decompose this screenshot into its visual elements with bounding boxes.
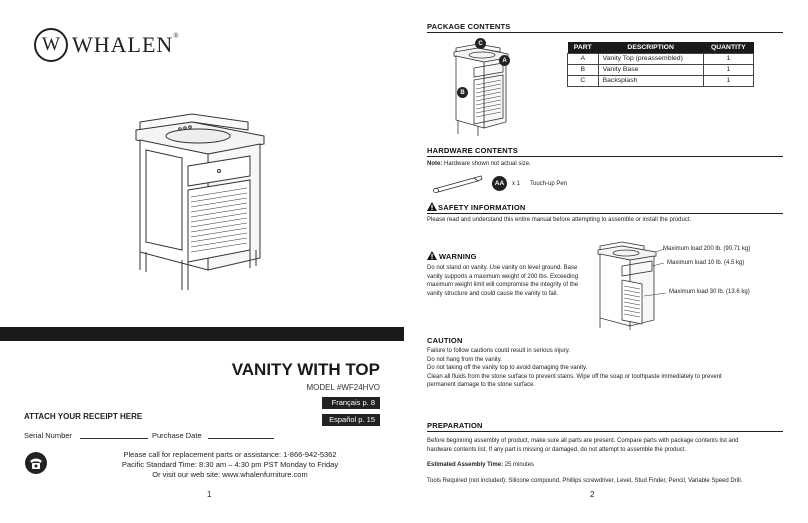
warning-title: WARNING: [439, 252, 477, 261]
part-label-a: A: [499, 55, 510, 66]
preparation-rule: [427, 431, 783, 432]
hardware-code-badge: AA: [492, 176, 507, 191]
contact-hours: Pacific Standard Time: 8:30 am – 4:30 pm…: [121, 460, 339, 469]
table-row: A Vanity Top (preassembled) 1: [567, 52, 755, 65]
hardware-name: Touch-up Pen: [530, 181, 568, 187]
caution-line: permanent damage to the stone surface.: [427, 382, 536, 388]
vanity-illustration: [135, 113, 265, 290]
serial-number-line: [80, 438, 148, 439]
contact-phone: Please call for replacement parts or ass…: [123, 450, 337, 459]
warning-text: Do not stand on vanity. Use vanity on le…: [427, 264, 597, 298]
caution-line: Do not hang from the vanity.: [427, 356, 502, 363]
warning-line: maximum weight limit will compromise the…: [427, 282, 579, 288]
page-title: VANITY WITH TOP: [231, 360, 380, 379]
touch-up-pen-icon: [433, 175, 483, 193]
table-row: B Vanity Base 1: [567, 63, 755, 76]
hardware-note: Note: Hardware shown not actual size.: [427, 160, 531, 169]
package-contents-title: PACKAGE CONTENTS: [427, 22, 511, 31]
language-link-french[interactable]: Français p. 8: [322, 397, 380, 409]
brand-registered-mark: ®: [173, 32, 180, 40]
assembly-time-label: Estimated Assembly Time:: [427, 462, 504, 468]
model-number: MODEL #WF24HVO: [306, 383, 381, 392]
caution-line: Failure to follow cautions could result …: [427, 348, 570, 354]
safety-information-title: SAFETY INFORMATION: [438, 203, 526, 212]
cell-description: Vanity Top (preassembled): [597, 52, 704, 65]
caution-line: Clean all fluids from the stone surface …: [427, 373, 722, 380]
purchase-date-line: [208, 438, 274, 439]
hardware-note-label: Note:: [427, 161, 443, 167]
language-link-spanish[interactable]: Español p. 15: [322, 414, 380, 426]
receipt-label: ATTACH YOUR RECEIPT HERE: [24, 412, 143, 421]
load-diagram: [597, 241, 666, 330]
tools-required: Tools Required (not included): Silicone …: [427, 478, 743, 484]
table-row: C Backsplash 1: [567, 74, 755, 87]
warning-icon: [427, 251, 437, 260]
page-number-right: 2: [590, 490, 595, 499]
serial-number-label: Serial Number: [24, 431, 72, 440]
col-description: DESCRIPTION: [598, 42, 704, 53]
preparation-text: Before beginning assembly of product, ma…: [427, 437, 783, 454]
cell-quantity: 1: [702, 74, 755, 87]
brand-initial: W: [42, 34, 60, 55]
safety-information-rule: [427, 213, 783, 214]
brand-logo-mark: W: [34, 28, 68, 62]
preparation-title: PREPARATION: [427, 421, 483, 430]
warning-line: vanity structure and could cause the van…: [427, 290, 559, 297]
brand-name: WHALEN: [72, 32, 174, 57]
cell-quantity: 1: [702, 52, 755, 65]
purchase-date-label: Purchase Date: [152, 431, 202, 440]
col-part: PART: [567, 42, 599, 53]
caution-text: Failure to follow cautions could result …: [427, 347, 783, 390]
page-number-left: 1: [207, 490, 212, 499]
preparation-line: hardware contents list. If any part is m…: [427, 446, 687, 453]
cell-part: A: [567, 52, 599, 65]
hardware-contents-rule: [427, 156, 783, 157]
parts-table-header: PART DESCRIPTION QUANTITY: [567, 42, 754, 53]
warning-line: vanity supports a maximum weight of 200 …: [427, 273, 579, 280]
assembly-time-value: 25 minutes: [503, 462, 535, 468]
cell-part: C: [567, 74, 599, 87]
hardware-contents-title: HARDWARE CONTENTS: [427, 146, 518, 155]
hardware-note-text: Hardware shown not actual size.: [442, 161, 531, 167]
part-label-c: C: [475, 38, 486, 49]
warning-line: Do not stand on vanity. Use vanity on le…: [427, 265, 578, 271]
col-quantity: QUANTITY: [703, 42, 754, 53]
telephone-icon: [25, 452, 47, 474]
assembly-time: Estimated Assembly Time: 25 minutes: [427, 461, 534, 470]
load-label-shelf: Maximum load 30 lb. (13.6 kg): [669, 289, 750, 295]
parts-table: PART DESCRIPTION QUANTITY A Vanity Top (…: [567, 42, 755, 87]
package-contents-rule: [427, 32, 783, 33]
cell-quantity: 1: [702, 63, 755, 76]
caution-line: Do not taking off the vanity top to avoi…: [427, 365, 588, 371]
cell-description: Backsplash: [597, 74, 704, 87]
safety-intro: Please read and understand this entire m…: [427, 217, 692, 223]
cell-part: B: [567, 63, 599, 76]
load-label-top: Maximum load 200 lb. (90.71 kg): [663, 246, 751, 252]
hardware-quantity: x 1: [512, 181, 521, 187]
brand-wordmark: WHALEN®: [72, 32, 180, 58]
warning-triangle-icon: [427, 202, 437, 211]
caution-title: CAUTION: [427, 336, 463, 345]
cover-divider-band: [0, 327, 404, 341]
preparation-line: Before beginning assembly of product, ma…: [427, 438, 739, 444]
load-label-drawer: Maximum load 10 lb. (4.5 kg): [667, 260, 745, 266]
contact-website: Or visit our web site: www.whalenfurnitu…: [152, 470, 308, 479]
part-label-b: B: [457, 87, 468, 98]
contact-info: Please call for replacement parts or ass…: [80, 450, 380, 480]
cell-description: Vanity Base: [597, 63, 704, 76]
